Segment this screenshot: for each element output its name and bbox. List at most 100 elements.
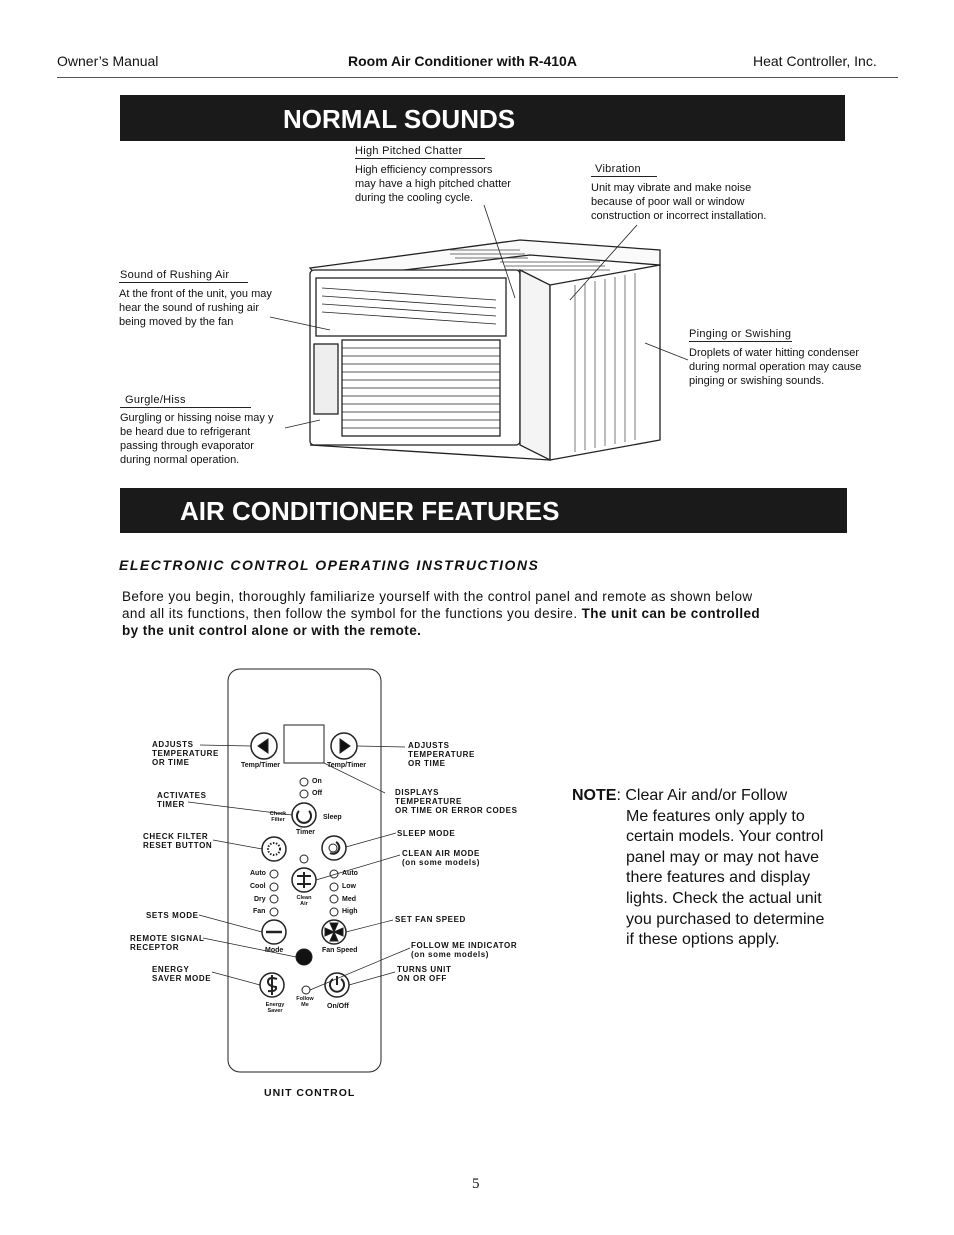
intro-line-2: and all its functions, then follow the s…	[122, 605, 882, 622]
features-subtitle: ELECTRONIC CONTROL OPERATING INSTRUCTION…	[119, 557, 540, 573]
header-center: Room Air Conditioner with R-410A	[348, 53, 577, 69]
fan-speed-label: Fan Speed	[322, 947, 358, 954]
gurgle-title: Gurgle/Hiss	[120, 394, 251, 408]
callout-line: OR TIME	[152, 758, 190, 767]
cool-label: Cool	[250, 883, 266, 890]
callout-line: ENERGY	[152, 965, 190, 974]
note-line: if these options apply.	[626, 931, 780, 949]
callout-fan-speed: SET FAN SPEED	[395, 915, 466, 924]
callout-line: TEMPERATURE	[152, 749, 219, 758]
callout-energy: ENERGY SAVER MODE	[152, 965, 211, 983]
pinging-label: Pinging or Swishing Droplets of water hi…	[689, 328, 861, 388]
gurgle-text: Gurgling or hissing noise may y be heard…	[120, 411, 273, 467]
callout-line: ACTIVATES	[157, 791, 207, 800]
callout-line: OR TIME OR ERROR CODES	[395, 806, 518, 815]
gurgle-line: passing through evaporator	[120, 440, 254, 452]
callout-line: SAVER MODE	[152, 974, 212, 983]
callout-line: SET FAN SPEED	[395, 915, 466, 924]
gurgle-line: Gurgling or hissing noise may y	[120, 412, 274, 424]
chatter-label: High Pitched Chatter High efficiency com…	[355, 145, 511, 205]
sleep-label: Sleep	[323, 814, 342, 821]
note-line: lights. Check the actual unit	[626, 889, 822, 907]
check-filter-label: Check Filter	[269, 811, 287, 823]
air-conditioner-illustration	[308, 239, 661, 462]
pinging-line: during normal operation may cause	[689, 361, 862, 373]
callout-line: TIMER	[157, 800, 185, 809]
header-left: Owner’s Manual	[57, 53, 159, 69]
callout-remote: REMOTE SIGNAL RECEPTOR	[130, 934, 204, 952]
callout-line: RESET BUTTON	[143, 841, 213, 850]
dry-label: Dry	[254, 896, 266, 903]
callout-adjust-right: ADJUSTS TEMPERATURE OR TIME	[408, 741, 475, 768]
follow-me-label: Follow Me	[296, 996, 314, 1008]
vibration-text: Unit may vibrate and make noise because …	[591, 181, 766, 223]
pinging-text: Droplets of water hitting condenser duri…	[689, 346, 861, 388]
energy-saver-label: Energy Saver	[265, 1002, 285, 1014]
note-line: panel may or may not have	[626, 848, 819, 866]
callout-line: TEMPERATURE	[395, 797, 462, 806]
chatter-line: High efficiency compressors	[355, 164, 493, 176]
intro-line-2-text: and all its functions, then follow the s…	[122, 606, 578, 621]
callout-line: (on some models)	[411, 950, 490, 959]
header-right: Heat Controller, Inc.	[753, 53, 877, 69]
auto-right-label: Auto	[342, 870, 358, 877]
note-label: NOTE	[572, 787, 617, 804]
gurgle-label: Gurgle/Hiss Gurgling or hissing noise ma…	[120, 394, 273, 467]
callout-line: ADJUSTS	[408, 741, 450, 750]
rushing-label: Sound of Rushing Air At the front of the…	[119, 269, 272, 329]
rushing-title: Sound of Rushing Air	[119, 269, 248, 283]
on-label: On	[312, 778, 322, 785]
vibration-line: Unit may vibrate and make noise	[591, 182, 752, 194]
callout-follow-me: FOLLOW ME INDICATOR (on some models)	[411, 941, 517, 959]
note-line: certain models. Your control	[626, 828, 824, 846]
auto-left-label: Auto	[250, 870, 266, 877]
vibration-label: Vibration Unit may vibrate and make nois…	[591, 163, 766, 223]
intro-line-1: Before you begin, thoroughly familiarize…	[122, 589, 753, 604]
rushing-line: hear the sound of rushing air	[119, 302, 260, 314]
callout-line: TEMPERATURE	[408, 750, 475, 759]
note-first-line: NOTE: Clear Air and/or Follow	[572, 786, 824, 807]
normal-sounds-banner: NORMAL SOUNDS	[120, 95, 845, 141]
gurgle-line: be heard due to refrigerant	[120, 426, 251, 438]
med-label: Med	[342, 896, 356, 903]
features-title: AIR CONDITIONER FEATURES	[180, 496, 560, 526]
note-block: NOTE: Clear Air and/or Follow Me feature…	[572, 786, 824, 951]
chatter-line: may have a high pitched chatter	[355, 178, 511, 190]
callout-line: OR TIME	[408, 759, 446, 768]
features-banner: AIR CONDITIONER FEATURES	[120, 488, 847, 533]
callout-line: CHECK FILTER	[143, 832, 209, 841]
note-line: Me features only apply to	[626, 807, 805, 825]
intro-bold-b: by the unit control alone or with the re…	[122, 623, 422, 638]
rushing-line: being moved by the fan	[119, 316, 234, 328]
note-body: Me features only apply to certain models…	[572, 807, 824, 951]
callout-line: SETS MODE	[146, 911, 199, 920]
temp-timer-left-label: Temp/Timer	[241, 762, 281, 769]
clean-air-label: Clean Air	[296, 895, 312, 907]
high-label: High	[342, 908, 358, 915]
pinging-line: pinging or swishing sounds.	[689, 375, 825, 387]
callout-activates: ACTIVATES TIMER	[157, 791, 207, 809]
unit-control-caption: UNIT CONTROL	[264, 1087, 356, 1099]
callout-displays: DISPLAYS TEMPERATURE OR TIME OR ERROR CO…	[395, 788, 518, 815]
callout-line: CLEAN AIR MODE	[402, 849, 480, 858]
note-line: there features and display	[626, 869, 811, 887]
intro-bold-a: The unit can be controlled	[581, 606, 761, 621]
chatter-line: during the cooling cycle.	[355, 192, 474, 204]
gurgle-line: during normal operation.	[120, 454, 240, 466]
low-label: Low	[342, 883, 356, 890]
timer-label: Timer	[296, 829, 315, 836]
pinging-line: Droplets of water hitting condenser	[689, 347, 859, 359]
callout-sets-mode: SETS MODE	[146, 911, 199, 920]
callout-line: TURNS UNIT	[397, 965, 452, 974]
mode-label: Mode	[265, 947, 284, 954]
pinging-title: Pinging or Swishing	[689, 328, 792, 342]
callout-line: DISPLAYS	[395, 788, 440, 797]
on-off-label: On/Off	[327, 1003, 349, 1010]
callout-check-filter: CHECK FILTER RESET BUTTON	[143, 832, 212, 850]
page-number: 5	[472, 1176, 480, 1192]
vibration-title: Vibration	[591, 163, 657, 177]
callout-line: ADJUSTS	[152, 740, 194, 749]
vibration-line: construction or incorrect installation.	[591, 210, 767, 222]
